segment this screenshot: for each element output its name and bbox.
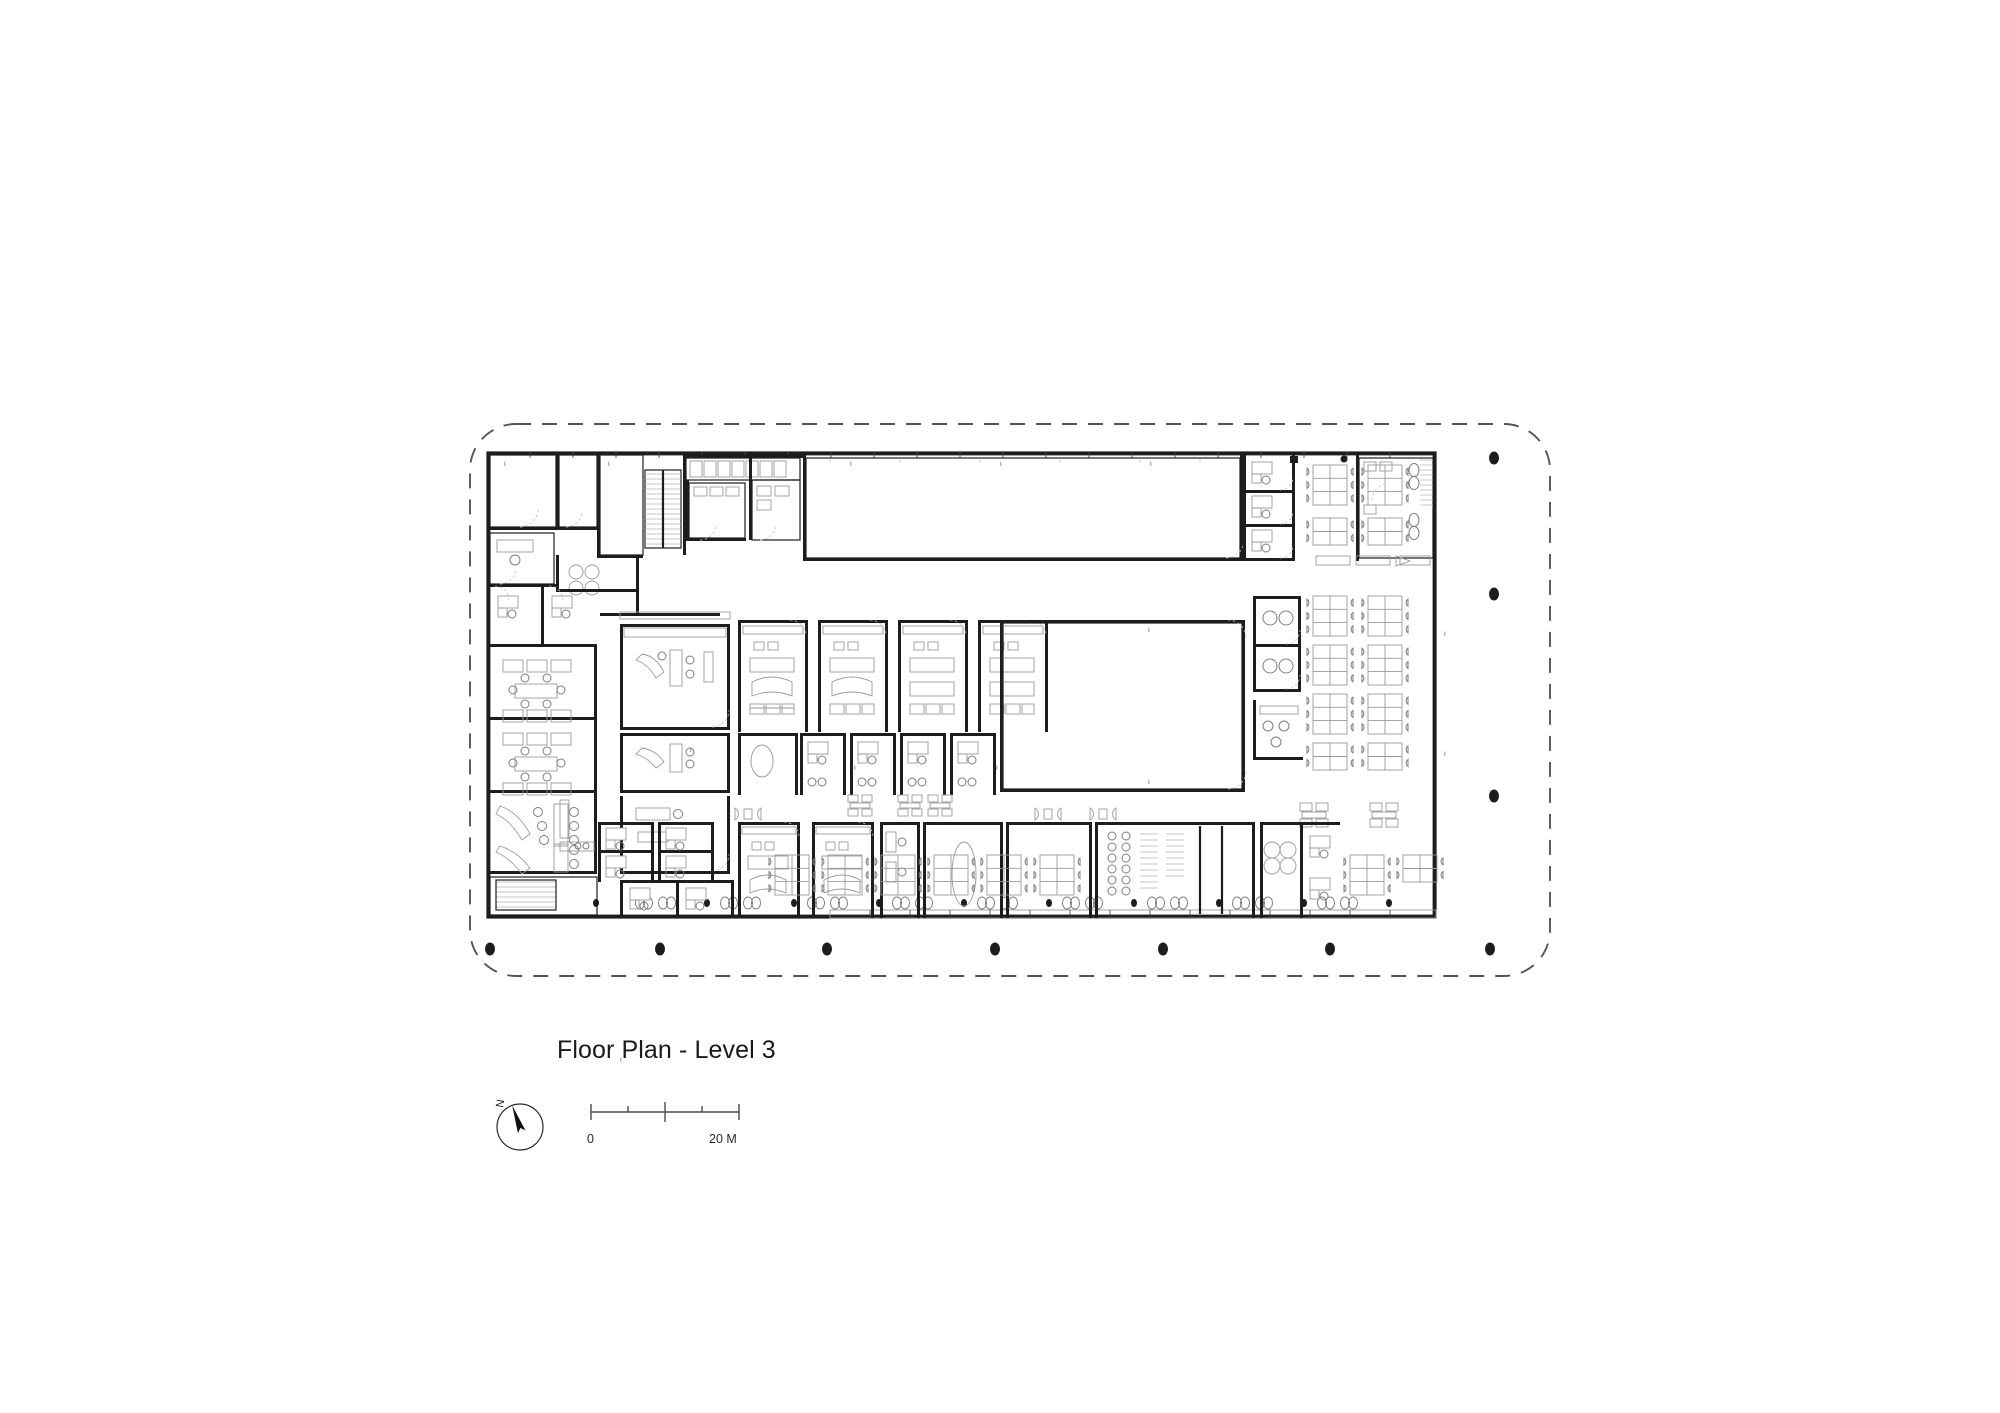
room-tag-marks: I I I I I I I I I I I I I bbox=[504, 461, 1446, 1064]
svg-text:I: I bbox=[504, 461, 506, 468]
svg-text:I: I bbox=[1444, 751, 1446, 758]
north-core-services bbox=[683, 455, 803, 555]
svg-text:I: I bbox=[1148, 779, 1150, 786]
scale-end-label: 20 M bbox=[709, 1132, 737, 1146]
zone-team-rooms-south bbox=[738, 821, 1255, 918]
zone-north-east-open-plan bbox=[1306, 463, 1420, 546]
svg-text:I: I bbox=[996, 765, 998, 772]
svg-text:I: I bbox=[1000, 461, 1002, 468]
svg-text:I: I bbox=[850, 461, 852, 468]
north-east-lounge bbox=[1315, 555, 1431, 567]
zone-east-open-plan-main bbox=[1306, 595, 1409, 771]
zone-small-rooms-row bbox=[738, 733, 996, 795]
north-void-atrium bbox=[803, 455, 1245, 561]
svg-text:I: I bbox=[620, 1057, 622, 1064]
site-column-markers-right bbox=[1489, 451, 1499, 803]
zone-team-rooms-north bbox=[738, 619, 1048, 732]
title-block: Floor Plan - Level 3 N bbox=[494, 1036, 1077, 1168]
zone-west-meeting-rooms bbox=[487, 585, 598, 916]
page-title: Floor Plan - Level 3 bbox=[557, 1036, 776, 1064]
north-west-stair bbox=[644, 469, 682, 549]
north-arrow-icon: N bbox=[494, 1099, 544, 1151]
south-west-stair bbox=[495, 879, 557, 911]
svg-text:I: I bbox=[1148, 627, 1150, 634]
east-core-lifts bbox=[1253, 596, 1301, 692]
scale-bar-graphic bbox=[590, 1102, 740, 1122]
site-boundary bbox=[469, 423, 1551, 977]
sw-office-grid bbox=[620, 880, 734, 918]
zone-south-east-open-plan bbox=[1343, 854, 1444, 896]
circulation-meeting-tables bbox=[734, 794, 1399, 828]
legend-row: N 0 20 M bbox=[489, 1086, 989, 1166]
site-column-markers-bottom bbox=[485, 942, 1495, 956]
zone-south-west-offices bbox=[598, 822, 734, 918]
scale-start-label: 0 bbox=[587, 1132, 594, 1146]
south-facade-band bbox=[829, 909, 1437, 919]
north-east-small-offices bbox=[1243, 455, 1348, 561]
north-label: N bbox=[494, 1099, 507, 1109]
pinwheel-desk-cluster bbox=[568, 564, 600, 596]
scale-bar: 0 20 M bbox=[587, 1096, 887, 1166]
east-pantry bbox=[1253, 700, 1303, 760]
central-void bbox=[1000, 619, 1247, 792]
svg-text:I: I bbox=[1150, 461, 1152, 468]
auditorium-seating bbox=[1095, 822, 1255, 918]
svg-text:I: I bbox=[608, 461, 610, 468]
south-edge-furniture bbox=[593, 896, 1392, 910]
zone-south-east-cluster bbox=[1260, 822, 1340, 918]
svg-text:I: I bbox=[854, 765, 856, 772]
pinwheel-desk-cluster-se bbox=[1263, 841, 1297, 875]
zone-north-west-offices bbox=[487, 452, 803, 616]
svg-text:I: I bbox=[690, 747, 692, 754]
svg-text:I: I bbox=[1444, 631, 1446, 638]
